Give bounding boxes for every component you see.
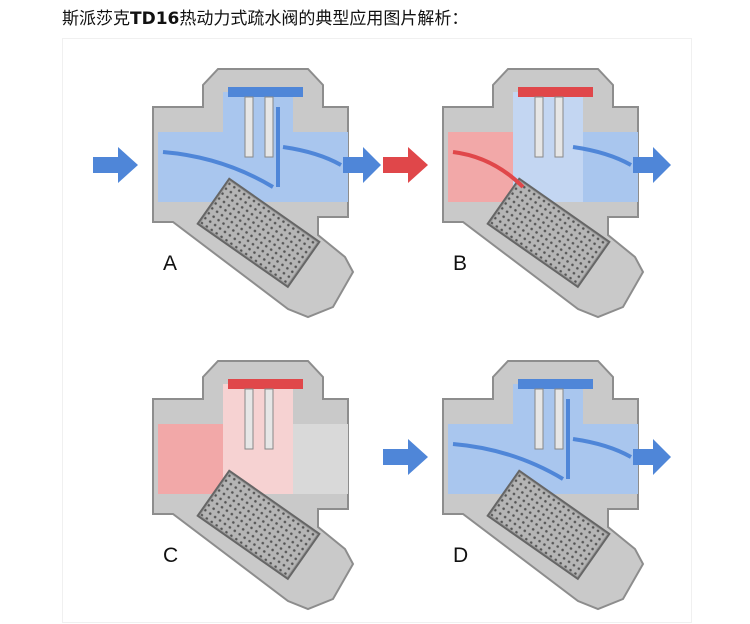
flow-line bbox=[572, 145, 632, 167]
outlet-port bbox=[264, 96, 274, 158]
inlet-port bbox=[244, 96, 254, 158]
panel-label-d: D bbox=[453, 544, 469, 567]
flow-line bbox=[282, 145, 342, 167]
trap-illustration-d bbox=[383, 360, 671, 611]
flow-line bbox=[572, 437, 632, 459]
strainer-screen bbox=[196, 469, 321, 581]
trap-illustration-a bbox=[93, 68, 381, 319]
inlet-arrow bbox=[383, 439, 428, 475]
trap-illustration-c bbox=[152, 360, 355, 611]
strainer-screen bbox=[486, 469, 611, 581]
outlet-port bbox=[554, 96, 564, 158]
inlet-port bbox=[534, 96, 544, 158]
inlet-port bbox=[244, 388, 254, 450]
panel-d: D bbox=[373, 339, 673, 624]
disc bbox=[228, 379, 303, 389]
disc bbox=[228, 87, 303, 97]
page-heading: 斯派莎克TD16热动力式疏水阀的典型应用图片解析： bbox=[62, 4, 468, 29]
outlet-port bbox=[554, 388, 564, 450]
inlet-port bbox=[534, 388, 544, 450]
panel-c: C bbox=[83, 339, 383, 624]
inlet-arrow bbox=[383, 147, 428, 183]
outlet-arrow bbox=[633, 439, 671, 475]
steam-trap-diagram: A B bbox=[62, 38, 692, 623]
strainer-screen bbox=[196, 177, 321, 289]
trap-illustration-b bbox=[383, 68, 671, 319]
inlet-arrow bbox=[93, 147, 138, 183]
heading-model: TD16 bbox=[130, 9, 180, 29]
flow-line bbox=[452, 442, 565, 481]
outlet-port bbox=[264, 388, 274, 450]
panel-a: A bbox=[83, 47, 383, 332]
heading-prefix: 斯派莎克 bbox=[62, 9, 130, 29]
panel-b: B bbox=[373, 47, 673, 332]
panel-label-a: A bbox=[163, 252, 178, 275]
flow-line bbox=[452, 150, 525, 189]
disc bbox=[518, 379, 593, 389]
outlet-arrow bbox=[633, 147, 671, 183]
disc bbox=[518, 87, 593, 97]
panel-label-b: B bbox=[453, 252, 468, 275]
flow-line bbox=[162, 150, 275, 189]
strainer-screen bbox=[486, 177, 611, 289]
panel-label-c: C bbox=[163, 544, 179, 567]
outlet-arrow bbox=[343, 147, 381, 183]
heading-suffix: 热动力式疏水阀的典型应用图片解析： bbox=[179, 9, 469, 29]
